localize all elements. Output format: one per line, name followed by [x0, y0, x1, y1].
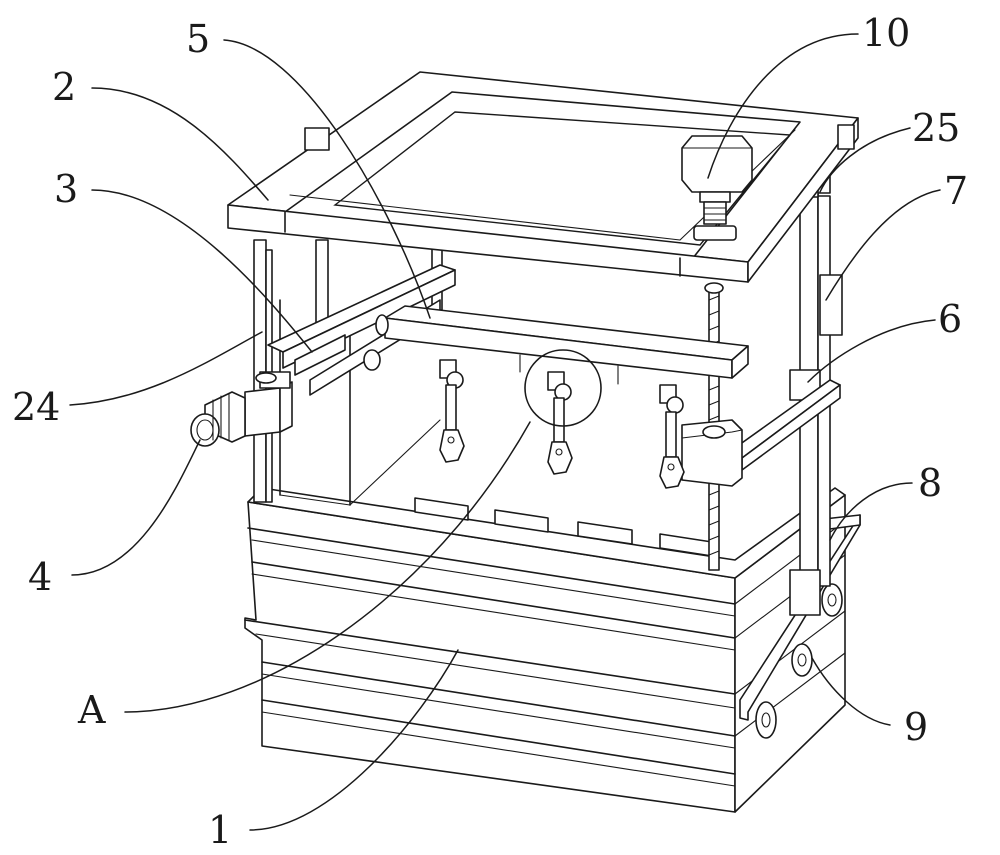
gear-motor-cap: [190, 413, 220, 447]
screw-slide-block: [681, 419, 743, 487]
rail-3-front: [282, 269, 456, 369]
slide-block-nut: [702, 425, 726, 439]
leader-3: [91, 189, 313, 353]
column-foot-block: [789, 569, 821, 616]
coupling-ribs: [703, 207, 727, 221]
leader-7: [825, 189, 941, 301]
groove-line: [251, 561, 736, 639]
motor-mount-side: [279, 381, 293, 433]
motor-flange: [699, 191, 731, 203]
screw-top-nut: [704, 282, 724, 294]
wheel: [755, 701, 777, 739]
frame-side-tab: [304, 127, 330, 151]
left-front-column: [253, 239, 267, 503]
wheel-hub: [827, 593, 837, 607]
leader-1: [249, 649, 459, 831]
leader-25: [819, 127, 911, 193]
label-3: 3: [54, 167, 78, 211]
claw-rod: [553, 397, 565, 443]
claw-hook: [439, 429, 465, 463]
leader-8: [829, 482, 913, 541]
leader-5: [223, 39, 431, 319]
coupling: [703, 201, 727, 225]
groove-line: [255, 633, 736, 709]
leader-4: [71, 439, 201, 576]
motor-mount-block: [244, 387, 281, 437]
mount-nut: [255, 372, 277, 384]
wheel: [821, 583, 843, 617]
groove-line: [247, 527, 736, 605]
base-box: [244, 299, 846, 813]
bearing-seat: [693, 225, 737, 241]
cross-beam: [363, 305, 749, 385]
left-guide-rail: [267, 264, 456, 396]
label-2: 2: [52, 65, 76, 109]
claw-right: [659, 384, 685, 489]
top-frame-side-face: [747, 117, 859, 283]
claw-hook: [659, 456, 685, 489]
groove-line: [251, 573, 736, 651]
label-a: A: [77, 688, 106, 732]
leader-6: [807, 319, 936, 383]
claw-rod: [665, 411, 677, 458]
groove-line: [261, 673, 736, 749]
groove-line: [261, 711, 736, 787]
wheel-hub: [761, 712, 771, 728]
beam-end-gear: [363, 349, 381, 371]
divider-plate: [577, 521, 633, 545]
leader-9: [811, 657, 891, 726]
leader-lines: [69, 33, 941, 831]
claw-left: [439, 359, 465, 463]
side-slider: [819, 274, 843, 336]
label-6: 6: [938, 297, 962, 341]
label-8: 8: [918, 461, 942, 505]
rail-slot: [294, 334, 346, 376]
label-5: 5: [186, 17, 210, 61]
slide-block-edge: [681, 429, 743, 439]
side-motor-assembly: [190, 371, 293, 447]
beam-5-side: [731, 345, 749, 379]
reference-labels: 2 5 3 24 4 A 1 10 25 7 6 8 9: [12, 11, 968, 852]
label-4: 4: [28, 555, 52, 599]
leader-a: [124, 421, 531, 713]
label-25: 25: [912, 106, 960, 150]
claw-rod: [445, 384, 457, 431]
leader-2: [91, 87, 269, 201]
claw-pin: [667, 463, 675, 471]
label-1: 1: [208, 808, 232, 852]
left-back-column: [315, 239, 329, 331]
divider-plate: [414, 497, 469, 521]
claw-hook: [547, 441, 573, 475]
beam-joint: [519, 354, 619, 385]
label-7: 7: [944, 169, 968, 213]
inner-wall-line: [279, 419, 441, 506]
motor-fins: [212, 393, 230, 441]
leader-10: [707, 33, 859, 179]
label-9: 9: [904, 705, 928, 749]
leader-24: [69, 331, 263, 406]
stepper-motor: [681, 135, 753, 193]
groove-line: [734, 652, 846, 737]
groove-line: [244, 619, 736, 695]
groove-line: [261, 699, 736, 775]
detail-circle-a: [524, 349, 602, 427]
wheel: [791, 643, 813, 677]
beam-end-nut: [375, 314, 389, 336]
label-10: 10: [862, 11, 910, 55]
claw-middle: [547, 371, 573, 475]
claw-gear: [666, 396, 684, 414]
label-24: 24: [12, 385, 60, 429]
groove-line: [261, 661, 736, 737]
frame-side-tab: [837, 124, 855, 150]
claw-pin: [447, 436, 455, 444]
wheel-hub: [797, 653, 807, 667]
frame-joint-line: [284, 211, 681, 277]
divider-plate: [494, 509, 549, 533]
groove-line: [251, 539, 736, 617]
claw-pin: [555, 448, 563, 456]
